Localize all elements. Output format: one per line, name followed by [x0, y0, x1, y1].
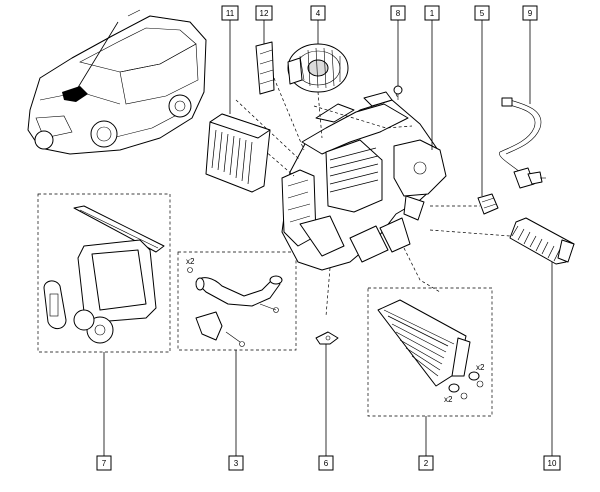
svg-text:1: 1	[430, 9, 435, 18]
callout-2: 2	[418, 455, 434, 471]
svg-text:6: 6	[324, 459, 329, 468]
callout-10: 10	[543, 455, 561, 471]
part-6-clip	[315, 331, 339, 345]
callout-3: 3	[228, 455, 244, 471]
svg-text:10: 10	[548, 459, 557, 468]
part-9-wiring-harness	[499, 97, 546, 189]
svg-text:4: 4	[316, 9, 321, 18]
part-10-heating-element	[509, 217, 575, 265]
group-box-2	[367, 287, 493, 417]
svg-text:11: 11	[226, 9, 235, 18]
callout-6: 6	[318, 455, 334, 471]
part-2-heater-core	[377, 299, 484, 400]
svg-text:5: 5	[480, 9, 485, 18]
quantity-label-3: x2	[186, 257, 195, 266]
part-7-seals	[43, 205, 165, 344]
callout-4: 4	[310, 5, 326, 21]
group-box-3	[177, 251, 297, 351]
callout-11: 11	[221, 5, 239, 21]
callout-12: 12	[255, 5, 273, 21]
callout-5: 5	[474, 5, 490, 21]
callout-1: 1	[424, 5, 440, 21]
suv-vehicle-icon	[27, 9, 207, 155]
svg-text:2: 2	[424, 459, 429, 468]
part-12-filter-element	[255, 41, 275, 95]
svg-text:7: 7	[102, 459, 107, 468]
svg-text:12: 12	[260, 9, 269, 18]
part-11-cabin-filter	[205, 113, 271, 193]
quantity-label-2a: x2	[476, 363, 485, 372]
part-1-heater-housing	[281, 91, 447, 271]
blower-fan-icon	[287, 43, 349, 93]
part-5-resistor	[477, 193, 499, 215]
svg-text:8: 8	[396, 9, 401, 18]
part-3-pipes	[187, 267, 283, 347]
quantity-label-2b: x2	[444, 395, 453, 404]
svg-text:9: 9	[528, 9, 533, 18]
callout-9: 9	[522, 5, 538, 21]
group-box-7	[37, 193, 171, 353]
svg-text:3: 3	[234, 459, 239, 468]
callout-7: 7	[96, 455, 112, 471]
part-8-screw	[393, 85, 403, 100]
callout-8: 8	[390, 5, 406, 21]
